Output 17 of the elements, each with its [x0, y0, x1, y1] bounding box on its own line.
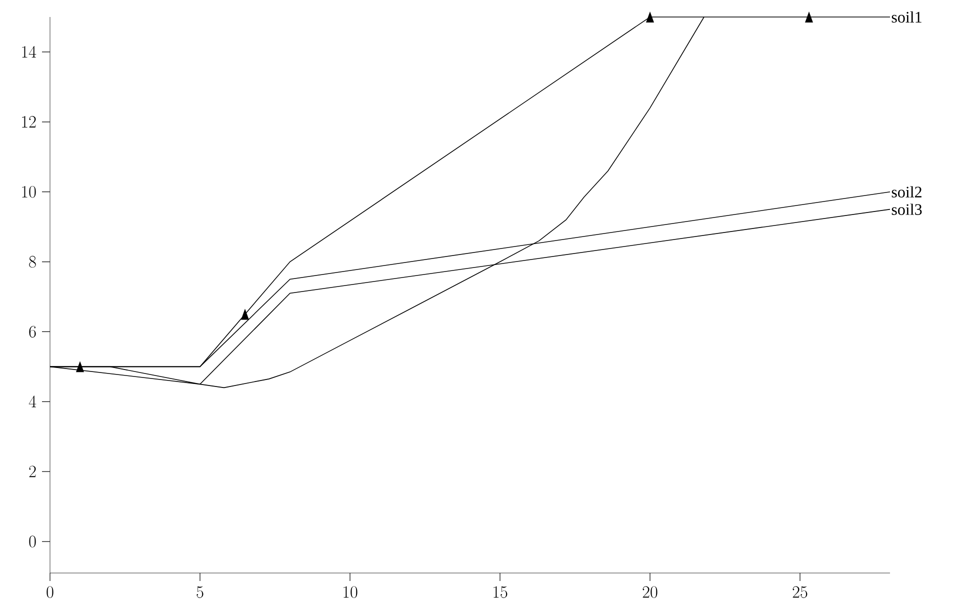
y-tick-label: 0: [29, 536, 36, 548]
x-tick-label: 5: [196, 586, 204, 598]
x-tick-label: 10: [344, 586, 358, 598]
x-tick-label: 25: [792, 586, 808, 598]
y-tick-label: 10: [22, 186, 36, 198]
x-tick-label: 0: [46, 586, 54, 598]
series-label: soil1: [892, 11, 922, 23]
y-tick-label: 4: [28, 396, 36, 408]
y-tick-label: 6: [29, 326, 36, 338]
x-tick-label: 15: [494, 586, 508, 598]
y-tick-label: 2: [29, 466, 36, 478]
y-tick-label: 12: [22, 116, 36, 128]
series-label: soil2: [892, 186, 922, 198]
y-tick-label: 8: [29, 256, 36, 268]
x-tick-label: 20: [642, 586, 658, 598]
series-label: soil3: [892, 204, 922, 215]
y-tick-label: 14: [22, 46, 36, 58]
